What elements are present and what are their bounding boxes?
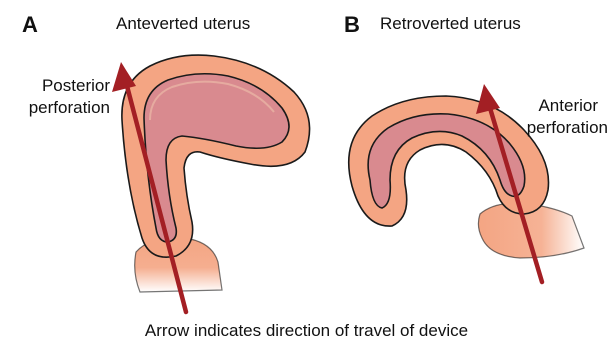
figure-caption: Arrow indicates direction of travel of d… <box>0 321 613 341</box>
panel-letter-a: A <box>22 12 38 37</box>
panel-letter-b: B <box>344 12 360 37</box>
perforation-label-b-line2: perforation <box>500 118 608 138</box>
perforation-label-a-line2: perforation <box>10 98 110 118</box>
perforation-label-b-line1: Anterior <box>500 96 598 116</box>
panel-title-a: Anteverted uterus <box>116 14 250 34</box>
panel-title-b: Retroverted uterus <box>380 14 521 34</box>
perforation-label-a-line1: Posterior <box>10 76 110 96</box>
